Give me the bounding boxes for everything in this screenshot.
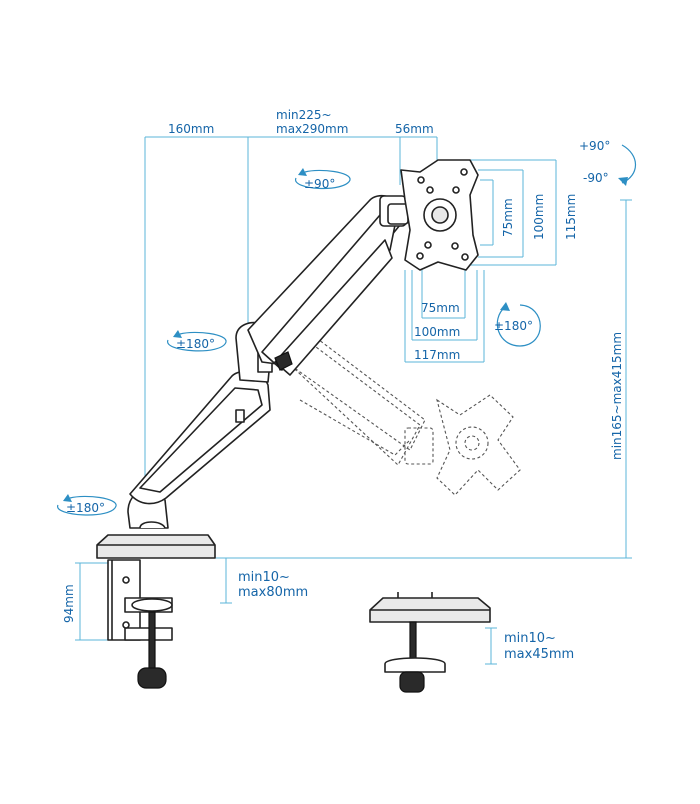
label-arm-lower-length: 160mm bbox=[168, 122, 214, 136]
label-clamp-height: 94mm bbox=[62, 584, 76, 623]
label-head-offset: 56mm bbox=[395, 122, 434, 136]
grommet-base bbox=[369, 592, 491, 693]
label-rotation-screen: ±180° bbox=[494, 319, 533, 333]
label-grommet-range-max: max45mm bbox=[504, 647, 574, 662]
dimension-labels: 160mm min225~ max290mm 56mm +90° -90° ±9… bbox=[62, 108, 624, 662]
label-rotation-elbow: ±180° bbox=[176, 337, 215, 351]
arm-assembly bbox=[127, 159, 479, 529]
rotation-icons bbox=[57, 144, 637, 516]
label-vesa-100-vertical: 100mm bbox=[532, 194, 546, 240]
dimension-lines bbox=[75, 136, 632, 665]
label-plate-height: 115mm bbox=[564, 194, 578, 240]
label-tilt-up: +90° bbox=[579, 139, 610, 153]
label-rotation-base: ±180° bbox=[66, 501, 105, 515]
label-vesa-75-vertical: 75mm bbox=[501, 198, 515, 237]
desk-clamp bbox=[96, 534, 216, 689]
label-plate-width: 117mm bbox=[414, 348, 460, 362]
label-vesa-75-horizontal: 75mm bbox=[421, 301, 460, 315]
label-swivel-head: ±90° bbox=[304, 177, 335, 191]
label-tilt-down: -90° bbox=[583, 171, 609, 185]
label-arm-upper-length-min: min225~ bbox=[276, 108, 332, 122]
label-arm-upper-length-max: max290mm bbox=[276, 122, 348, 136]
label-grommet-range-min: min10~ bbox=[504, 631, 556, 646]
label-height-range: min165~max415mm bbox=[610, 332, 624, 460]
label-clamp-range-max: max80mm bbox=[238, 585, 308, 600]
label-clamp-range-min: min10~ bbox=[238, 570, 290, 585]
label-vesa-100-horizontal: 100mm bbox=[414, 325, 460, 339]
